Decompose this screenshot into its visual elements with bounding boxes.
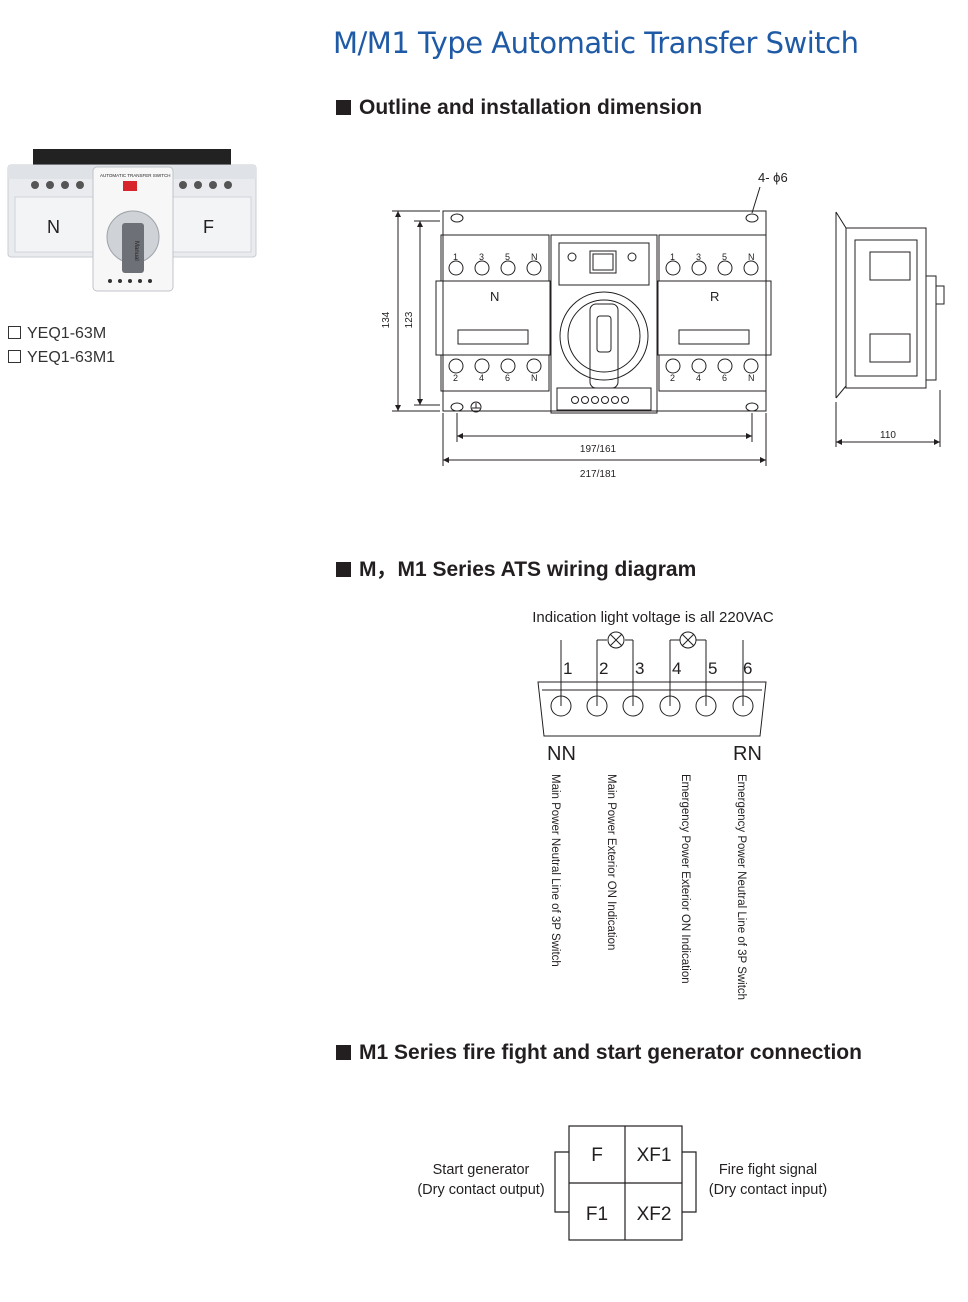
terminal-label-top: N — [748, 252, 755, 262]
terminal-label-bottom: N — [748, 373, 755, 383]
bullet-square-icon — [336, 1045, 351, 1060]
wiring-diagram: Indication light voltage is all 220VAC 1… — [532, 609, 774, 1000]
model-item: YEQ1-63M1 — [8, 346, 115, 370]
terminal-label-bottom: N — [531, 373, 538, 383]
wiring-description: Emergency Power Neutral Line of 3P Switc… — [735, 774, 747, 1000]
wiring-note: Indication light voltage is all 220VAC — [532, 609, 774, 626]
section-heading-outline: Outline and installation dimension — [336, 96, 702, 120]
terminal-label-bottom: 6 — [722, 373, 727, 383]
dim-height-outer: 134 — [381, 311, 392, 328]
dim-width-inner: 197/161 — [580, 444, 617, 455]
fire-left-line1: Start generator — [433, 1162, 530, 1178]
wiring-group-rn: RN — [733, 743, 762, 765]
wiring-terminal-label: 4 — [672, 659, 681, 678]
fire-cell-f1: F1 — [586, 1204, 608, 1225]
fire-cell-f: F — [591, 1145, 603, 1166]
switch-label-n: N — [490, 289, 499, 304]
section-heading-wiring: M，M1 Series ATS wiring diagram — [336, 553, 696, 583]
wiring-terminal-label: 5 — [708, 659, 717, 678]
product-photo-left-letter: N — [47, 217, 60, 237]
switch-label-r: R — [710, 289, 719, 304]
dim-height-inner: 123 — [404, 311, 415, 328]
fire-cell-xf2: XF2 — [637, 1204, 672, 1225]
page-title: M/M1 Type Automatic Transfer Switch — [333, 26, 859, 60]
terminal-label-top: 1 — [453, 252, 458, 262]
dim-width-outer: 217/181 — [580, 469, 617, 480]
wiring-group-nn: NN — [547, 743, 576, 765]
terminal-label-top: 3 — [479, 252, 484, 262]
hole-callout: 4- ϕ6 — [758, 170, 788, 185]
fire-left-line2: (Dry contact output) — [417, 1182, 544, 1198]
terminal-label-top: N — [531, 252, 538, 262]
model-item: YEQ1-63M — [8, 322, 115, 346]
terminal-label-top: 5 — [505, 252, 510, 262]
product-photo-top-label: AUTOMATIC TRANSFER SWITCH — [100, 173, 171, 178]
indicator-lamp-icon — [607, 631, 625, 649]
checkbox-icon — [8, 350, 21, 363]
terminal-label-bottom: 2 — [453, 373, 458, 383]
terminal-label-top: 5 — [722, 252, 727, 262]
wiring-description: Main Power Exterior ON Indication — [605, 774, 617, 950]
product-photo: N F AUTOMATIC TRANSFER SWITCH Manual — [7, 149, 257, 292]
indicator-lamp-icon — [679, 631, 697, 649]
terminal-label-bottom: 2 — [670, 373, 675, 383]
product-photo-right-letter: F — [203, 217, 214, 237]
fire-fight-connection-diagram: F XF1 F1 XF2 Start generator (Dry contac… — [417, 1125, 827, 1241]
wiring-description: Main Power Neutral Line of 3P Switch — [549, 774, 561, 967]
bullet-square-icon — [336, 562, 351, 577]
model-item-label: YEQ1-63M — [27, 325, 107, 342]
wiring-terminal-label: 3 — [635, 659, 644, 678]
section-heading-outline-text: Outline and installation dimension — [359, 96, 703, 119]
terminal-label-bottom: 6 — [505, 373, 510, 383]
terminal-label-bottom: 4 — [696, 373, 701, 383]
section-heading-fire-text: M1 Series fire fight and start generator… — [359, 1041, 862, 1064]
product-photo-handle-text: Manual — [133, 241, 139, 261]
dim-depth: 110 — [880, 430, 896, 441]
model-list: YEQ1-63M YEQ1-63M1 — [8, 322, 115, 370]
terminal-label-bottom: 4 — [479, 373, 484, 383]
terminal-label-top: 1 — [670, 252, 675, 262]
wiring-terminal-label: 2 — [599, 659, 608, 678]
fire-right-line1: Fire fight signal — [719, 1162, 817, 1178]
model-item-label: YEQ1-63M1 — [27, 349, 116, 366]
terminal-label-top: 3 — [696, 252, 701, 262]
wiring-terminal-label: 1 — [563, 659, 572, 678]
bullet-square-icon — [336, 100, 351, 115]
fire-right-line2: (Dry contact input) — [709, 1182, 827, 1198]
wiring-terminal-label: 6 — [743, 659, 752, 678]
wiring-description: Emergency Power Exterior ON Indication — [679, 774, 691, 984]
checkbox-icon — [8, 326, 21, 339]
section-heading-fire: M1 Series fire fight and start generator… — [336, 1041, 862, 1065]
section-heading-wiring-text: M，M1 Series ATS wiring diagram — [359, 558, 697, 581]
fire-cell-xf1: XF1 — [637, 1145, 672, 1166]
outline-dimension-drawing: 1 3 5 N 1 3 5 N 2 4 6 N 2 4 6 N N R 4- ϕ… — [381, 170, 945, 480]
